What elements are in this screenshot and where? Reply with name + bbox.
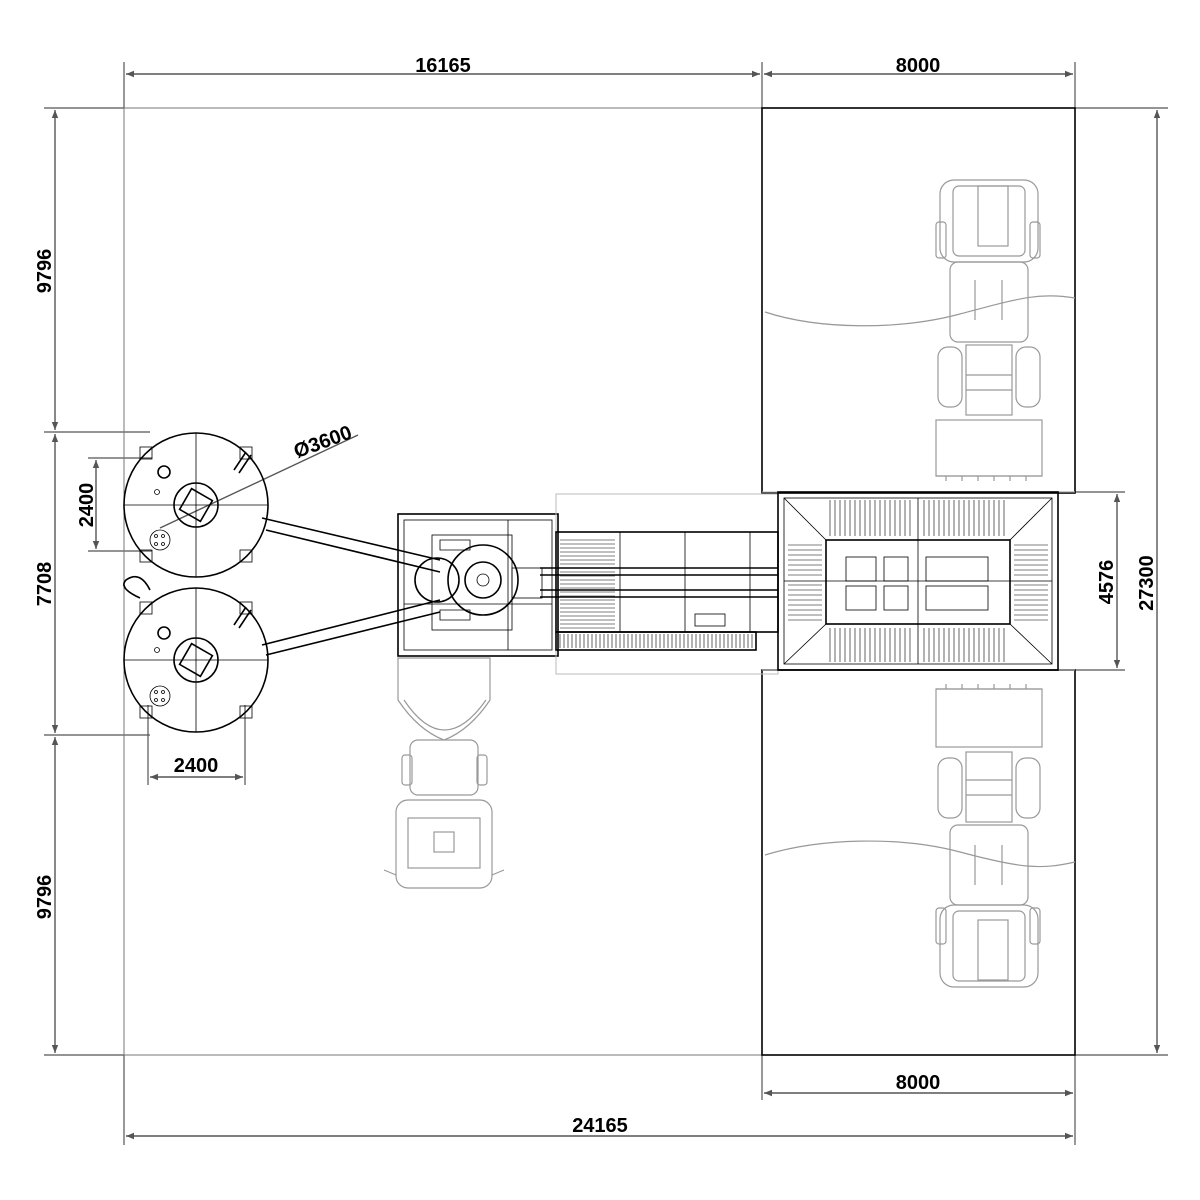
cement-silo-bottom [123,575,269,733]
dim-left-top-height: 9796 [34,249,56,294]
dim-bottom-right-width: 8000 [896,1072,941,1094]
dim-total-height: 27300 [1136,555,1158,611]
wheel-loader-top [935,179,1043,481]
dim-top-right-width: 8000 [896,55,941,77]
dim-left-bottom-height: 9796 [34,875,56,920]
dim-tank-horizontal: 2400 [174,755,219,777]
dim-total-width: 24165 [572,1115,628,1137]
dimension-lines [44,62,1168,1145]
mixer-station [397,513,559,657]
dim-top-left-width: 16165 [415,55,471,77]
mixer-truck [383,657,505,889]
aggregate-bins [777,491,1059,671]
loader-area-top [761,107,1076,494]
belt-conveyor [540,493,779,675]
dim-tank-vertical: 2400 [76,483,98,528]
dim-tank-diameter: Ø3600 [291,422,355,463]
dim-left-middle-height: 7708 [34,562,56,607]
dim-center-height: 4576 [1096,560,1118,605]
wheel-loader-bottom [935,684,1043,988]
cement-silo-top [123,432,269,578]
site-boundary [123,107,762,1056]
screw-conveyors [261,517,441,656]
